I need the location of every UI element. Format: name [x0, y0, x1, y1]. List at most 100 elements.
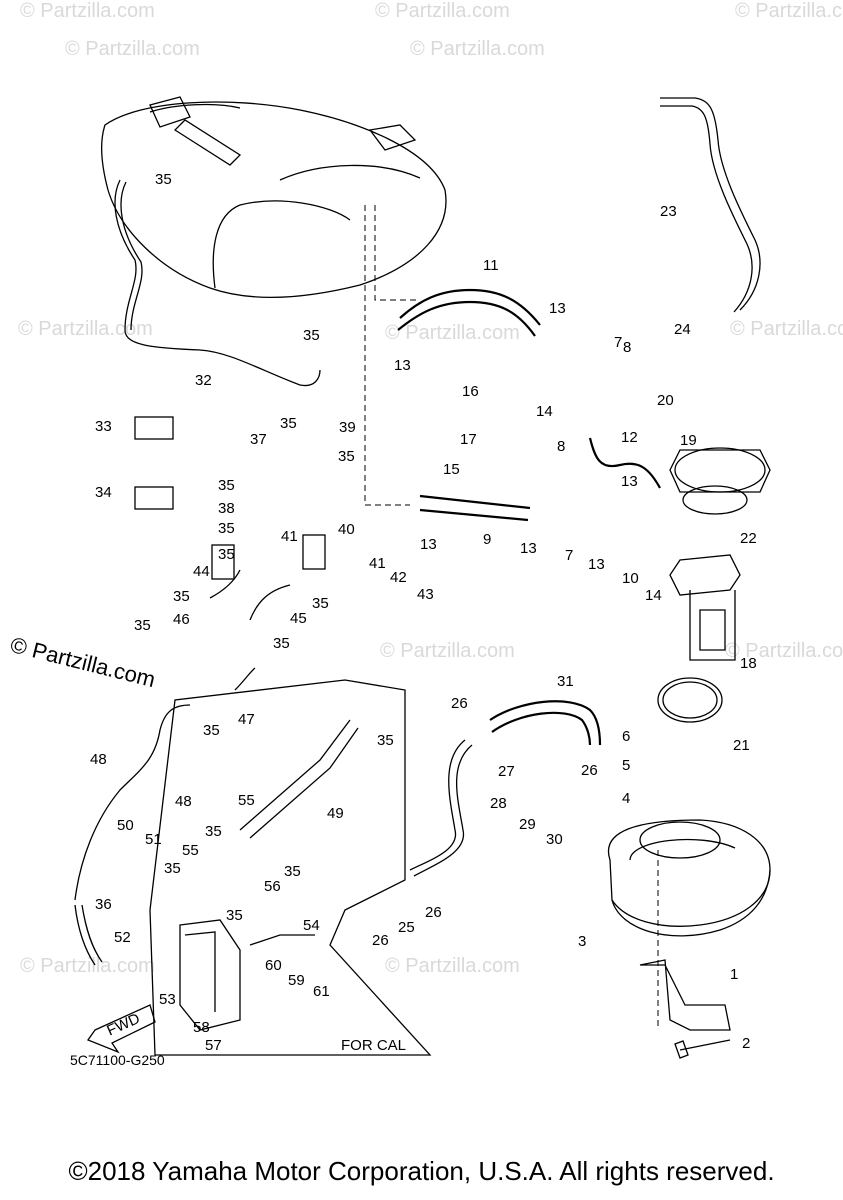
callout-41a: 41: [369, 555, 386, 572]
callout-35-18: 36: [95, 896, 112, 913]
callout-58: 59: [288, 972, 305, 989]
copyright-notice: ©2018 Yamaha Motor Corporation, U.S.A. A…: [68, 1156, 775, 1186]
callout-19: 19: [680, 432, 697, 449]
callout-24: 24: [674, 321, 691, 338]
callout-38: 39: [339, 419, 356, 436]
callout-33: 33: [95, 418, 112, 435]
housing-3: [607, 819, 771, 1030]
hose-12: [588, 437, 661, 489]
callout-35-5: 35: [218, 477, 235, 494]
valve-40: [211, 544, 235, 580]
callout-28: 28: [490, 795, 507, 812]
callout-41b: 42: [390, 569, 407, 586]
callout-13d: 13: [520, 540, 537, 557]
callout-18: 18: [740, 655, 757, 672]
hose-47: [74, 704, 191, 901]
cal-section-frame: [149, 679, 432, 1056]
callout-35-6: 35: [218, 520, 235, 537]
callout-30: 30: [546, 831, 563, 848]
callout-57: 58: [193, 1019, 210, 1036]
callout-35-13: 35: [377, 732, 394, 749]
callout-10: 10: [622, 570, 639, 587]
hose-43: [209, 569, 241, 599]
hose-27: [409, 739, 466, 871]
callout-53: 54: [303, 917, 320, 934]
valve-39: [302, 534, 326, 570]
callout-35-16: 35: [164, 860, 181, 877]
callout-23: 23: [660, 203, 677, 220]
callout-36: 37: [250, 431, 267, 448]
hose-51: [74, 904, 103, 966]
callout-56: 57: [205, 1037, 222, 1054]
watermark: © Partzilla.com: [18, 318, 153, 340]
callout-13c: 13: [420, 536, 437, 553]
callout-46: 47: [238, 711, 255, 728]
callout-21: 21: [733, 737, 750, 754]
callout-48a: 48: [175, 793, 192, 810]
callout-layer: 1 2 3 4 5 6 7 7 8 8 9 10 11 12 13 13 13 …: [90, 171, 757, 1054]
callout-43: 44: [193, 563, 210, 580]
hose-32: [114, 179, 321, 387]
callout-8a: 8: [623, 339, 631, 356]
callout-45: 46: [173, 611, 190, 628]
callout-7a: 7: [614, 334, 622, 351]
callout-9: 9: [483, 531, 491, 548]
hose-44: [249, 584, 291, 621]
callout-6: 6: [622, 728, 630, 745]
hose-11: [399, 288, 541, 326]
callout-16: 16: [462, 383, 479, 400]
callout-13f: 13: [621, 473, 638, 490]
callout-35-8: 35: [173, 588, 190, 605]
callout-37: 38: [218, 500, 235, 517]
callout-5: 5: [622, 757, 630, 774]
for-cal-note: FOR CAL: [341, 1037, 407, 1054]
callout-35-11: 35: [273, 635, 290, 652]
hose-46: [234, 667, 256, 691]
callout-26a: 26: [451, 695, 468, 712]
watermark: © Partzilla.com: [65, 38, 200, 60]
clip-34: [134, 486, 174, 510]
fwd-arrow: [86, 1004, 156, 1054]
callout-47: 48: [90, 751, 107, 768]
callout-32: 32: [195, 372, 212, 389]
hose-9: [419, 494, 531, 510]
callout-27: 27: [498, 763, 515, 780]
callout-29: 29: [519, 816, 536, 833]
o-ring-21: [657, 677, 723, 723]
diagram-code: 5C71100-G250: [70, 1052, 165, 1068]
callout-1: 1: [730, 966, 738, 983]
bracket-1: [639, 959, 731, 1031]
callout-54: 55: [238, 792, 255, 809]
canister-52: [179, 919, 315, 1031]
callout-48b: 49: [327, 805, 344, 822]
watermark: © Partzilla.com: [20, 0, 155, 22]
clip-33: [134, 416, 174, 440]
callout-44: 45: [290, 610, 307, 627]
callout-50: 51: [145, 831, 162, 848]
callout-39: 40: [338, 521, 355, 538]
pump-flange-19: [669, 447, 771, 515]
callout-31: 31: [557, 673, 574, 690]
callout-13a: 13: [394, 357, 411, 374]
callout-11: 11: [483, 257, 499, 274]
callout-49: 50: [117, 817, 134, 834]
callout-8b: 8: [557, 438, 565, 455]
callout-26b: 26: [581, 762, 598, 779]
callout-26c: 26: [425, 904, 442, 921]
fuel-pump-18: [669, 554, 741, 661]
watermark: © Partzilla.com: [375, 0, 510, 22]
callout-13e: 13: [588, 556, 605, 573]
callout-60: 61: [313, 983, 330, 1000]
watermark: © Partzilla.com: [380, 640, 515, 662]
watermark: © Partzilla.com: [385, 322, 520, 344]
watermark: © Partzilla.com: [385, 955, 520, 977]
watermark: © Partzilla.com: [730, 318, 843, 340]
callout-55b: 56: [264, 878, 281, 895]
callout-42: 43: [417, 586, 434, 603]
callout-35-12: 35: [203, 722, 220, 739]
callout-13b: 13: [549, 300, 566, 317]
callout-12: 12: [621, 429, 638, 446]
callout-35-15: 35: [284, 863, 301, 880]
callout-17: 17: [460, 431, 477, 448]
